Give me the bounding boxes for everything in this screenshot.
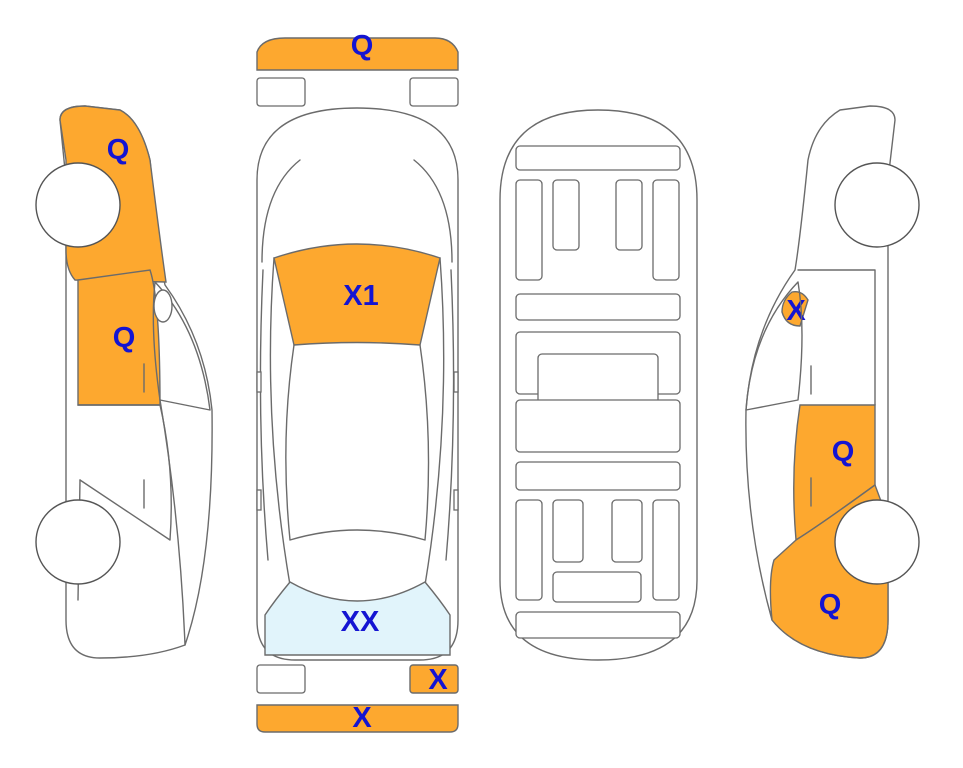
underside-cell	[516, 500, 542, 600]
left-front-door-label: Q	[113, 322, 136, 354]
left-headlight[interactable]	[257, 78, 305, 106]
right-rear-wheel	[835, 500, 919, 584]
left-mirror	[154, 290, 172, 322]
underside-cell	[653, 180, 679, 280]
underside-rear-panel	[516, 612, 680, 638]
left-handle-bottom	[257, 490, 261, 510]
rear-bumper-group: X X	[257, 664, 458, 734]
right-rear-door-label: Q	[832, 436, 855, 468]
top-view-body	[257, 108, 458, 660]
underside-front-panel	[516, 146, 680, 170]
top-view: X1 XX	[257, 108, 458, 660]
front-bumper-label: Q	[351, 30, 374, 62]
right-handle-bottom	[454, 490, 458, 510]
underside-cell	[553, 180, 579, 250]
right-handle-top	[454, 372, 458, 392]
rear-left-lamp[interactable]	[257, 665, 305, 693]
underside-cell	[516, 180, 542, 280]
rear-right-lamp-label: X	[428, 664, 448, 696]
windshield-label: X1	[343, 280, 378, 312]
rear-bumper-label: X	[352, 702, 372, 734]
left-rear-wheel	[36, 500, 120, 584]
underside-view	[500, 110, 697, 660]
underside-cell	[553, 500, 583, 562]
underside-cell	[553, 572, 641, 602]
right-headlight[interactable]	[410, 78, 458, 106]
left-front-wheel	[36, 163, 120, 247]
underside-bar	[516, 294, 680, 320]
underside-cell	[612, 500, 642, 562]
front-bumper-group: Q	[257, 30, 458, 106]
left-front-fender-label: Q	[107, 134, 130, 166]
right-rear-quarter-label: Q	[819, 589, 842, 621]
underside-bar	[516, 400, 680, 452]
underside-cell	[616, 180, 642, 250]
left-handle-top	[257, 372, 261, 392]
right-mirror-label: X	[786, 295, 806, 327]
underside-bar	[516, 462, 680, 490]
rear-window-label: XX	[341, 606, 380, 638]
right-front-wheel	[835, 163, 919, 247]
left-side-view: Q Q	[36, 106, 212, 658]
underside-cell	[653, 500, 679, 600]
right-side-view: X Q Q	[746, 106, 919, 658]
